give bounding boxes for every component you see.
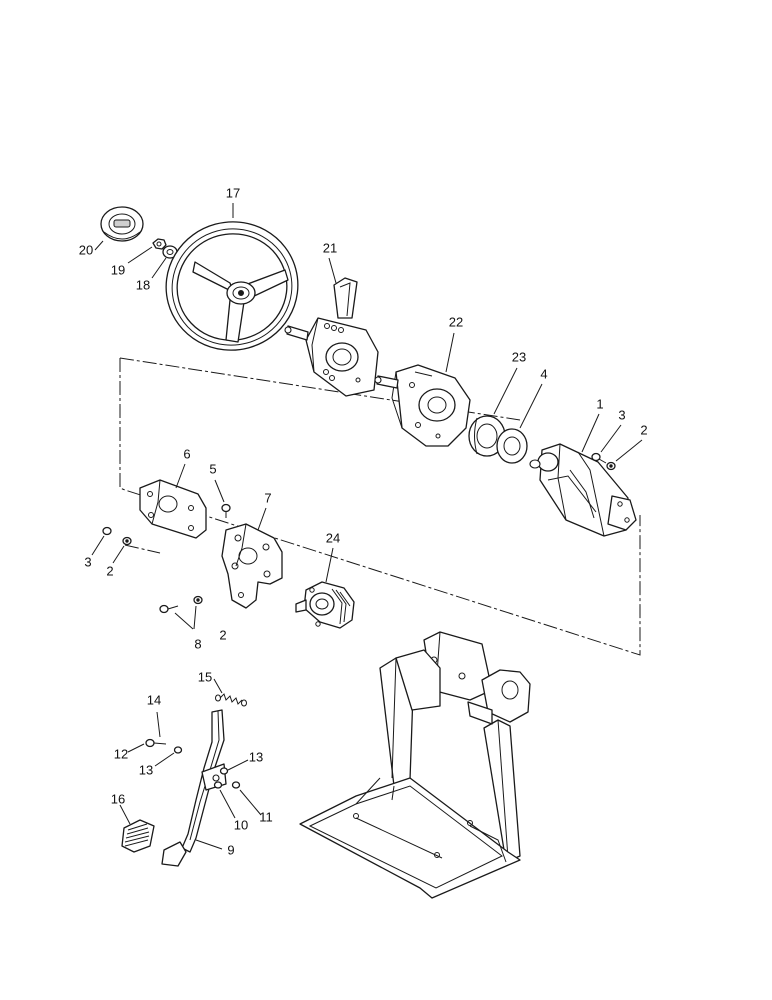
steering-column-part[interactable] (529, 443, 637, 537)
bolt-part[interactable] (231, 781, 241, 789)
callout-17: 17 (226, 185, 240, 200)
washer-part[interactable] (219, 767, 229, 775)
callout-15: 15 (198, 669, 212, 684)
callout-2: 2 (219, 627, 226, 642)
callout-9: 9 (227, 842, 234, 857)
callout-4: 4 (540, 366, 547, 381)
callout-13: 13 (249, 749, 263, 764)
screw-part[interactable] (221, 503, 231, 519)
mounting-plate-part[interactable] (221, 523, 283, 609)
callout-3: 3 (84, 554, 91, 569)
pedal-arm-part[interactable] (161, 709, 227, 867)
pedal-pad-part[interactable] (121, 819, 155, 853)
screw-part[interactable] (591, 452, 607, 464)
callout-labels: 17 20 19 18 21 22 23 4 1 3 2 6 5 7 3 2 2… (79, 185, 648, 857)
callout-1: 1 (596, 396, 603, 411)
callout-22: 22 (449, 314, 463, 329)
assembly-centerline (119, 357, 641, 656)
spacer-ring-part[interactable] (496, 428, 528, 464)
callout-20: 20 (79, 242, 93, 257)
return-spring-part[interactable] (215, 693, 247, 707)
washer-part[interactable] (606, 461, 616, 471)
callout-2: 2 (640, 422, 647, 437)
bracket-plate-part[interactable] (139, 479, 207, 539)
switch-housing-part[interactable] (374, 364, 471, 447)
callout-12: 12 (114, 746, 128, 761)
steering-wheel-part[interactable] (152, 207, 313, 365)
pedestal-frame-part[interactable] (299, 631, 531, 899)
washer-part[interactable] (173, 746, 183, 754)
callout-3: 3 (618, 407, 625, 422)
callout-14: 14 (147, 692, 161, 707)
callout-23: 23 (512, 349, 526, 364)
screw-part[interactable] (159, 604, 179, 614)
callout-6: 6 (183, 446, 190, 461)
washer-part[interactable] (193, 595, 203, 605)
callout-8: 8 (194, 636, 201, 651)
bolt-part[interactable] (145, 738, 167, 748)
callout-5: 5 (209, 461, 216, 476)
callout-10: 10 (234, 817, 248, 832)
callout-16: 16 (111, 791, 125, 806)
leader-lines (91, 203, 643, 850)
callout-13: 13 (139, 762, 153, 777)
callout-7: 7 (264, 490, 271, 505)
bolt-part[interactable] (213, 781, 223, 789)
callout-24: 24 (326, 530, 340, 545)
screw-part[interactable] (102, 526, 112, 536)
nut-part[interactable] (152, 238, 167, 250)
callout-21: 21 (323, 240, 337, 255)
switch-housing-part[interactable] (284, 277, 379, 397)
callout-2: 2 (106, 563, 113, 578)
steering-valve-part[interactable] (295, 581, 355, 629)
callout-19: 19 (111, 262, 125, 277)
callout-18: 18 (136, 277, 150, 292)
horn-cap-part[interactable] (100, 206, 144, 242)
washer-part[interactable] (122, 536, 132, 546)
callout-11: 11 (259, 809, 273, 824)
bushing-part[interactable] (468, 415, 506, 457)
